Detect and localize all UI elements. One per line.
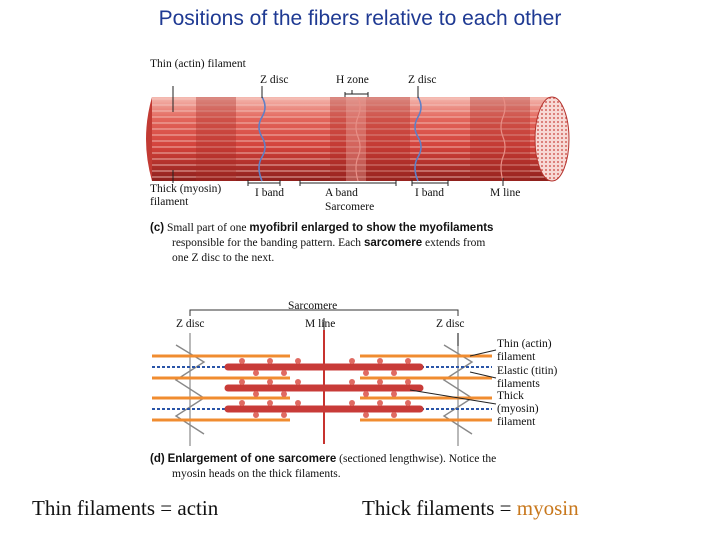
footer-thin-filaments: Thin filaments = actin xyxy=(32,496,219,520)
label-thick-myosin-filament-d: Thick (myosin) filament xyxy=(497,390,539,428)
caption-c: (c) Small part of one myofibril enlarged… xyxy=(150,222,494,234)
caption-d: (d) Enlargement of one sarcomere (sectio… xyxy=(150,453,497,465)
caption-d-letter: (d) xyxy=(150,453,165,465)
label-z-disc-right-c: Z disc xyxy=(408,74,437,86)
label-h-zone: H zone xyxy=(336,74,369,86)
label-sarcomere-d: Sarcomere xyxy=(288,300,338,312)
panel-c-pointers xyxy=(172,86,504,186)
caption-c-line2: responsible for the banding pattern. Eac… xyxy=(172,237,486,249)
label-z-disc-left-d: Z disc xyxy=(176,318,205,330)
label-m-line-c: M line xyxy=(490,187,521,199)
label-thin-actin-filament-c: Thin (actin) filament xyxy=(150,58,246,70)
label-sarcomere-c: Sarcomere xyxy=(325,201,375,213)
myofibril-cylinder xyxy=(146,96,570,182)
label-thick-myosin-filament-c: Thick (myosin) filament xyxy=(150,183,222,208)
label-thin-actin-filament-d: Thin (actin) filament xyxy=(497,338,552,363)
caption-c-line3: one Z disc to the next. xyxy=(172,252,275,264)
label-z-disc-left-c: Z disc xyxy=(260,74,289,86)
footer-thick-filaments: Thick filaments = myosin xyxy=(362,496,579,520)
label-a-band: A band xyxy=(325,187,358,199)
caption-c-letter: (c) xyxy=(150,222,165,234)
page-title: Positions of the fibers relative to each… xyxy=(158,7,562,30)
label-i-band-left: I band xyxy=(255,187,285,199)
sarcomere-diagram xyxy=(152,309,497,446)
caption-d-line2: myosin heads on the thick filaments. xyxy=(172,468,341,480)
label-m-line-d: M line xyxy=(305,318,336,330)
label-elastic-titin-filaments: Elastic (titin) filaments xyxy=(497,365,558,390)
label-i-band-right: I band xyxy=(415,187,445,199)
label-z-disc-right-d: Z disc xyxy=(436,318,465,330)
